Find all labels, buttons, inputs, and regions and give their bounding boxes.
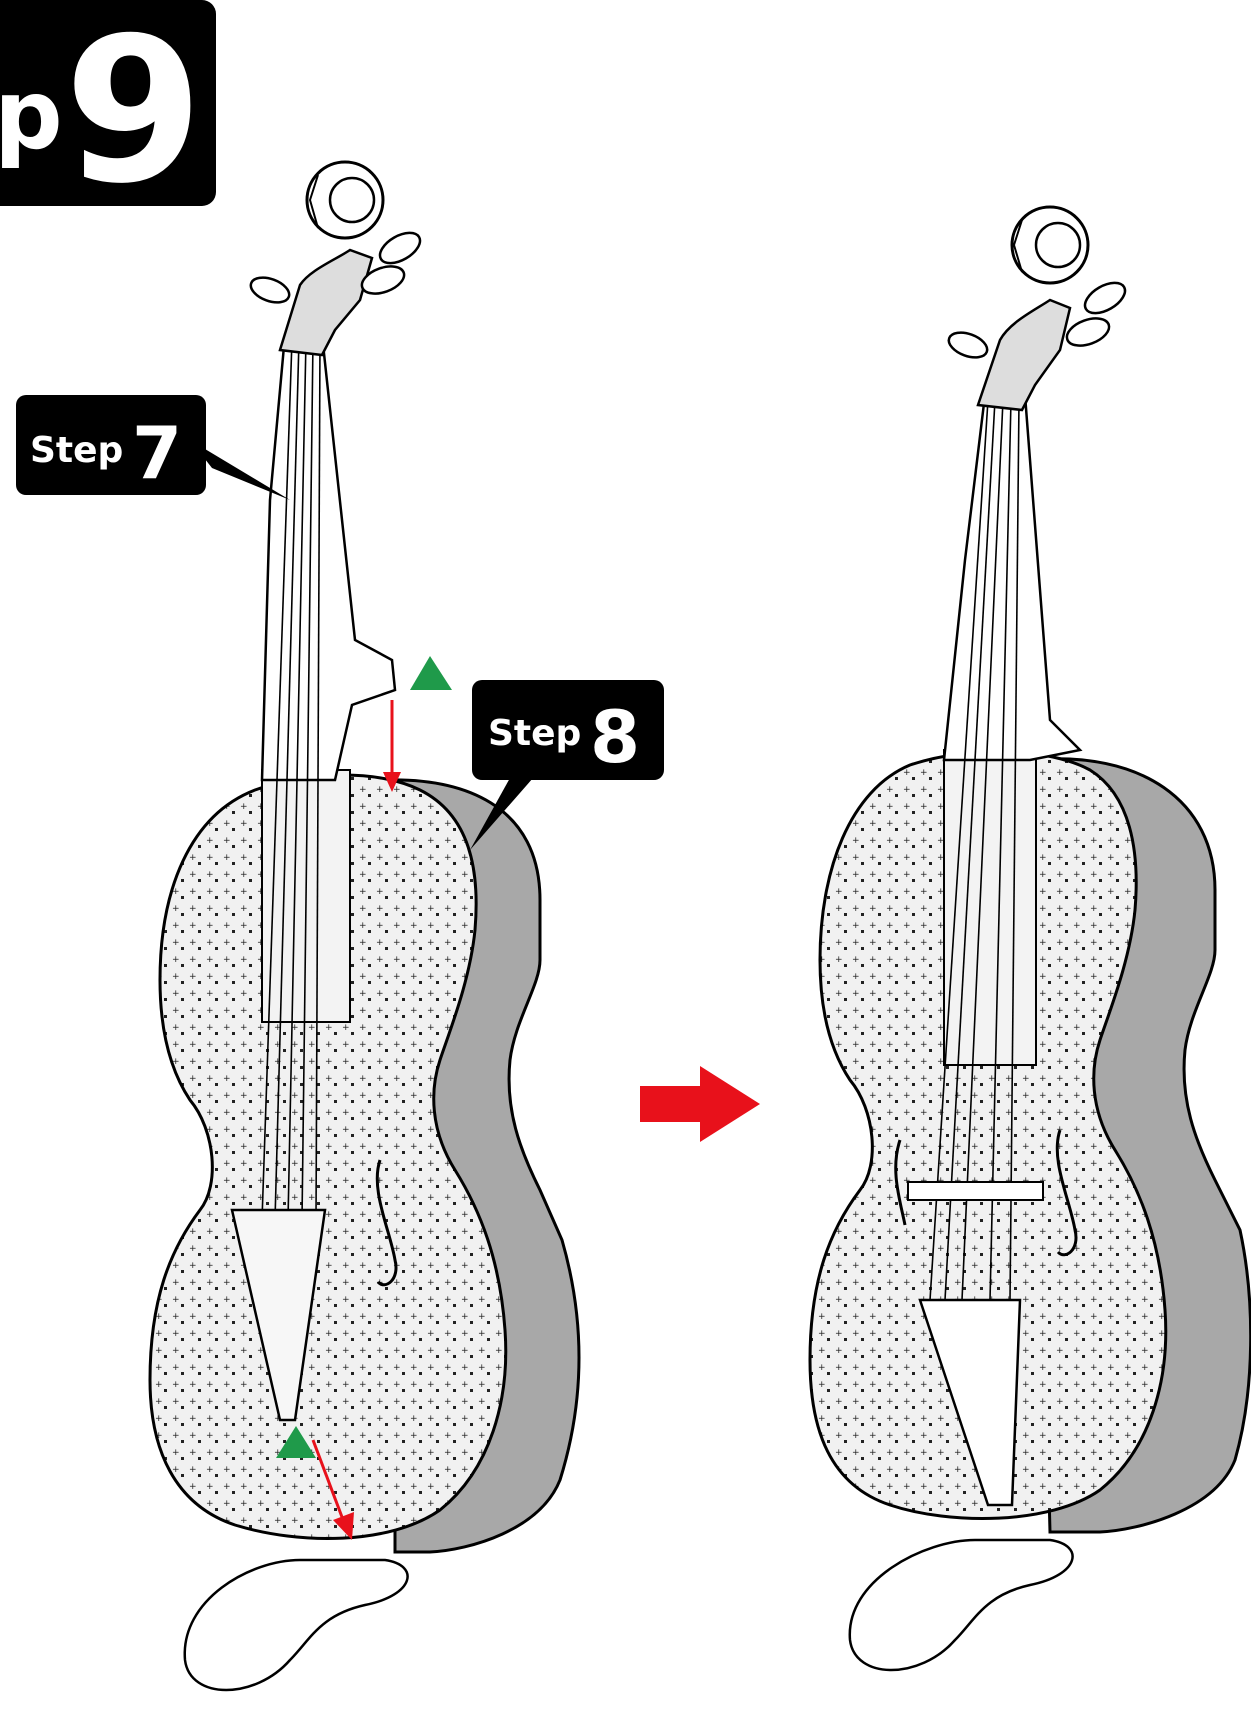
chinrest-left [185,1560,408,1690]
pegbox-right [978,300,1070,410]
step-header-fragment: p [0,59,63,171]
callout-step8-word: Step [488,713,581,754]
violin-after [810,207,1251,1670]
neck-right [944,395,1080,760]
bridge-right [908,1182,1043,1200]
scroll-left [307,162,383,238]
callout-step7: Step 7 [16,395,290,500]
neck-left [262,335,395,780]
fingerboard-right [944,750,1036,1065]
callout-step7-number: 7 [132,411,182,495]
marker-triangle-upper [410,656,452,690]
step-header-badge: p 9 [0,0,216,228]
violin-before [150,162,579,1690]
step-header-number: 9 [64,0,203,228]
scroll-right [1012,207,1088,283]
chinrest-right [850,1540,1073,1670]
transition-arrow [640,1066,760,1142]
callout-step8-number: 8 [590,695,640,779]
pegbox-left [280,250,372,355]
callout-step7-word: Step [30,430,123,471]
